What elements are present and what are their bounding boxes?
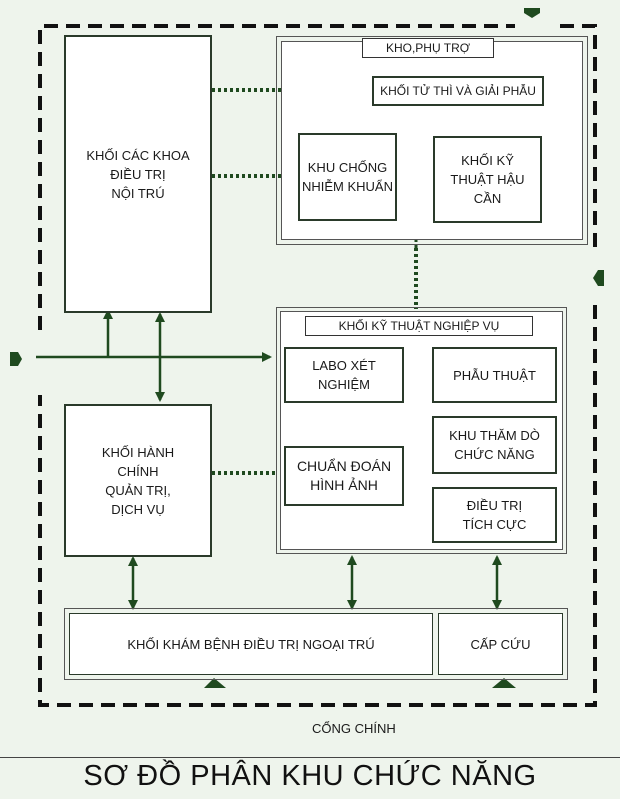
gate-marker-1 [204,678,226,688]
support-group-frame [276,36,588,245]
admin-block: KHỐI HÀNH CHÍNH QUẢN TRỊ, DỊCH VỤ [64,404,212,557]
title-divider [0,757,620,758]
entrance-marker-right [593,270,604,286]
lab-block: LABO XÉT NGHIỆM [284,347,404,403]
icu-block: ĐIỀU TRỊ TÍCH CỰC [432,487,557,543]
page-title: SƠ ĐỒ PHÂN KHU CHỨC NĂNG [83,760,537,792]
functional-exam-block: KHU THĂM DÒ CHỨC NĂNG [432,416,557,474]
logistics-block: KHỐI KỸ THUẬT HẬU CẦN [433,136,542,223]
technical-group-frame [276,307,567,554]
infection-control-block: KHU CHỐNG NHIỄM KHUẨN [298,133,397,221]
entrance-marker-left [10,352,22,366]
gate-marker-2 [492,678,516,688]
entrance-marker-top-right [524,8,540,18]
inpatient-block: KHỐI CÁC KHOA ĐIỀU TRỊ NỘI TRÚ [64,35,212,313]
site-boundary [38,24,597,707]
technical-group-title: KHỐI KỸ THUẬT NGHIỆP VỤ [305,316,533,336]
flow-arrows [36,309,502,610]
emergency-block: CẤP CỨU [438,613,563,675]
outpatient-block: KHỐI KHÁM BỆNH ĐIỀU TRỊ NGOẠI TRÚ [69,613,433,675]
imaging-block: CHUẨN ĐOÁN HÌNH ẢNH [284,446,404,506]
morgue-block: KHỐI TỬ THÌ VÀ GIẢI PHẪU [372,76,544,106]
outpatient-group-frame [64,608,568,680]
surgery-block: PHẪU THUẬT [432,347,557,403]
main-gate-label: CỔNG CHÍNH [312,721,396,736]
support-group-title: KHO,PHỤ TRỢ [362,38,494,58]
